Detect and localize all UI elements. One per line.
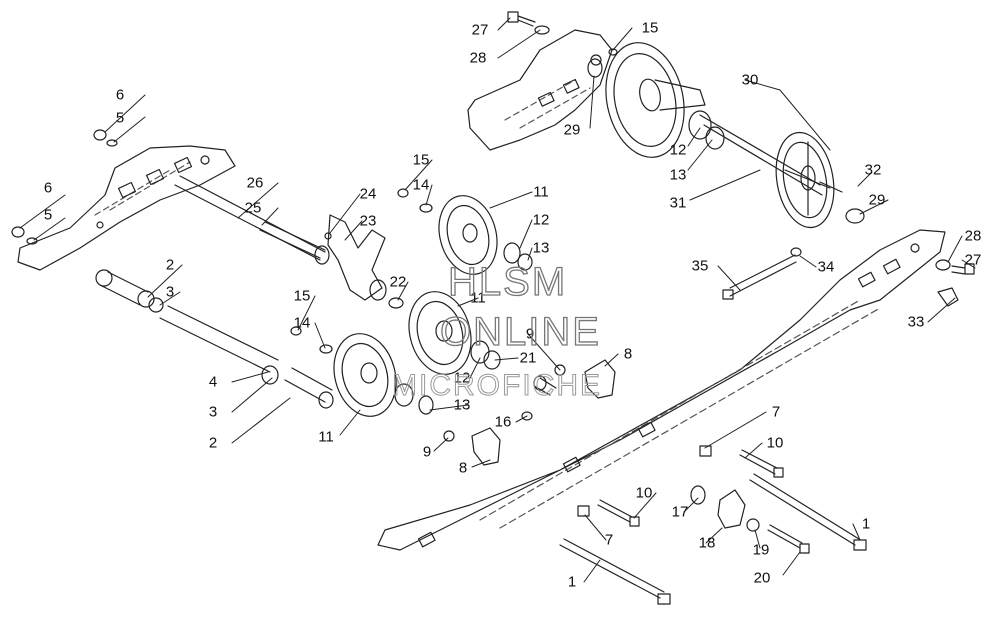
callout-19: 19 bbox=[753, 542, 770, 559]
callout-13: 13 bbox=[533, 240, 550, 257]
callout-3: 3 bbox=[209, 404, 217, 421]
small-nuts bbox=[11, 129, 433, 354]
callout-27: 27 bbox=[472, 22, 489, 39]
callout-9: 9 bbox=[526, 326, 534, 343]
callout-12: 12 bbox=[454, 370, 471, 387]
left-rail bbox=[17, 145, 236, 271]
callout-15: 15 bbox=[294, 288, 311, 305]
callout-3: 3 bbox=[166, 284, 174, 301]
callout-13: 13 bbox=[670, 167, 687, 184]
callout-25: 25 bbox=[245, 200, 262, 217]
callout-5: 5 bbox=[44, 207, 52, 224]
callout-2: 2 bbox=[166, 257, 174, 274]
lower-right-rail bbox=[377, 229, 946, 551]
callout-22: 22 bbox=[390, 274, 407, 291]
callout-32: 32 bbox=[865, 162, 882, 179]
callout-24: 24 bbox=[360, 186, 377, 203]
callout-29: 29 bbox=[869, 192, 886, 209]
callout-6: 6 bbox=[116, 87, 124, 104]
top-fasteners bbox=[507, 11, 618, 56]
callout-28: 28 bbox=[965, 228, 982, 245]
callout-14: 14 bbox=[413, 177, 430, 194]
callout-14: 14 bbox=[294, 315, 311, 332]
watermark-line1: HLSM bbox=[448, 260, 567, 304]
callout-8: 8 bbox=[624, 346, 632, 363]
callout-4: 4 bbox=[209, 374, 217, 391]
leader-lines bbox=[19, 17, 976, 583]
callout-2: 2 bbox=[209, 435, 217, 452]
callout-33: 33 bbox=[908, 314, 925, 331]
callout-10: 10 bbox=[636, 485, 653, 502]
watermark: HLSM ONLINE MICROFICHE bbox=[392, 259, 602, 402]
callout-15: 15 bbox=[642, 20, 659, 37]
callout-12: 12 bbox=[670, 142, 687, 159]
callout-29: 29 bbox=[564, 122, 581, 139]
callout-17: 17 bbox=[672, 504, 689, 521]
callout-35: 35 bbox=[692, 258, 709, 275]
callout-21: 21 bbox=[520, 350, 537, 367]
callout-5: 5 bbox=[116, 110, 124, 127]
pivot-arm bbox=[324, 214, 387, 301]
callout-12: 12 bbox=[533, 212, 550, 229]
cross-shafts bbox=[95, 175, 334, 409]
callout-7: 7 bbox=[772, 404, 780, 421]
callout-1: 1 bbox=[862, 516, 870, 533]
bolts bbox=[559, 247, 975, 605]
callout-16: 16 bbox=[495, 414, 512, 431]
idler-wheels bbox=[333, 195, 533, 417]
callout-7: 7 bbox=[605, 532, 613, 549]
callout-30: 30 bbox=[742, 72, 759, 89]
callout-31: 31 bbox=[670, 195, 687, 212]
watermark-line3: MICROFICHE bbox=[392, 369, 602, 402]
upper-right-rail bbox=[467, 29, 613, 151]
callout-27: 27 bbox=[965, 252, 982, 269]
callout-1: 1 bbox=[568, 574, 576, 591]
callout-34: 34 bbox=[818, 259, 835, 276]
watermark-line2: ONLINE bbox=[440, 310, 601, 354]
callout-11: 11 bbox=[533, 184, 549, 201]
callout-18: 18 bbox=[699, 535, 716, 552]
callout-11: 11 bbox=[318, 429, 334, 446]
callout-20: 20 bbox=[754, 570, 771, 587]
callout-9: 9 bbox=[423, 444, 431, 461]
callout-23: 23 bbox=[360, 213, 377, 230]
callout-13: 13 bbox=[454, 397, 471, 414]
callout-28: 28 bbox=[470, 50, 487, 67]
callout-8: 8 bbox=[459, 460, 467, 477]
callout-15: 15 bbox=[413, 152, 430, 169]
rear-idler-assembly bbox=[587, 42, 865, 229]
callout-10: 10 bbox=[767, 435, 784, 452]
callout-6: 6 bbox=[44, 180, 52, 197]
callout-26: 26 bbox=[247, 175, 264, 192]
callout-11: 11 bbox=[470, 290, 486, 307]
slide-mounts bbox=[443, 287, 959, 532]
